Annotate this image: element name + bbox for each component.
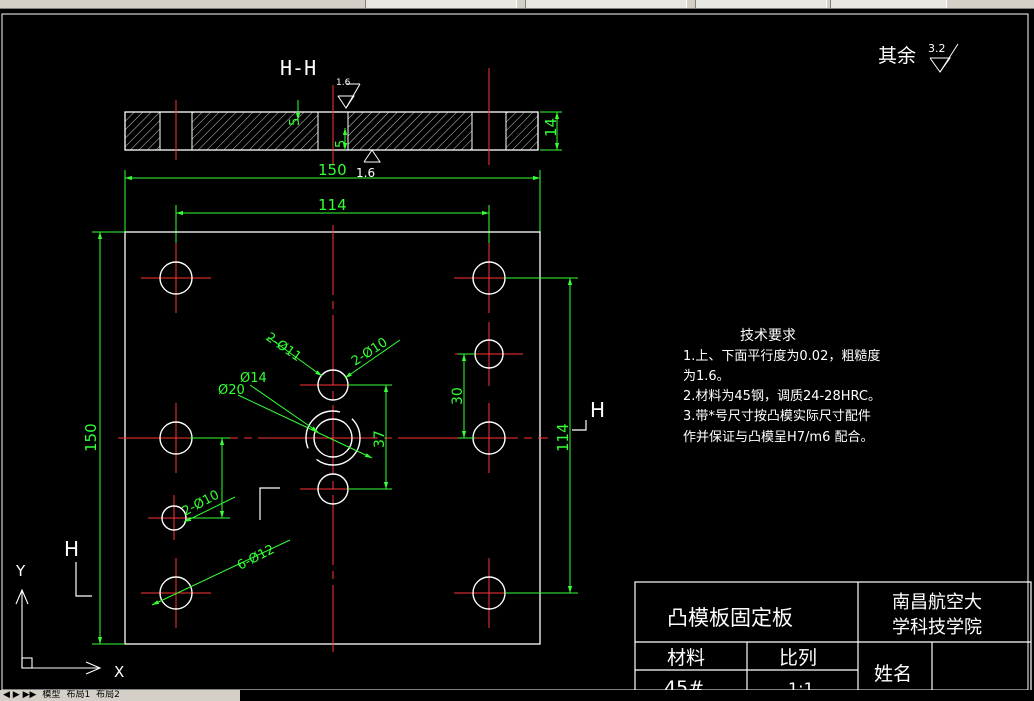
drawing-frame xyxy=(1,13,1029,690)
dim-width-total-text: 150 xyxy=(318,161,347,179)
roughness-top-symbol xyxy=(337,83,361,109)
title-scale-value: 1:1 xyxy=(788,679,814,690)
cad-cursor xyxy=(259,487,280,520)
dim-hole-6-12: 6-Ø12 xyxy=(235,542,277,573)
dim-hole-20: Ø20 xyxy=(218,383,245,398)
ucs-icon xyxy=(15,588,102,675)
title-material-value: 45# xyxy=(664,677,704,690)
holes xyxy=(159,261,506,610)
section-cut-mark-left xyxy=(75,562,92,597)
tab-layout-1[interactable]: 布局1 xyxy=(66,690,91,700)
dim-pitch-small-text: 30 xyxy=(450,387,466,405)
ucs-x-label: X xyxy=(114,663,124,681)
roughness-top-value: 1.6 xyxy=(336,78,351,88)
dim-hole-2-11: 2-Ø11 xyxy=(263,330,304,365)
dim-hole-pitch-x-text: 114 xyxy=(318,196,347,214)
dim-hole-depth xyxy=(295,100,348,150)
dim-hole-pitch-x xyxy=(175,205,490,245)
tab-layout-2[interactable]: 布局2 xyxy=(96,690,120,700)
dim-hole-2-10b: 2-Ø10 xyxy=(180,488,222,520)
dim-hole-pitch-y xyxy=(505,277,578,594)
dim-hole-depth-text-2: 5 xyxy=(334,140,349,148)
roughness-other-value: 3.2 xyxy=(928,42,946,55)
dim-pitch-center-text: 37 xyxy=(372,430,388,448)
notes-line-5: 作并保证与凸模呈H7/m6 配合。 xyxy=(683,430,874,445)
layout-tab-bar: ◀ ▶ ▶▶ 模型布局1 布局2 xyxy=(0,690,240,701)
dim-height-total xyxy=(92,231,125,645)
toolbar-combo[interactable] xyxy=(695,0,827,8)
section-cut-mark-right xyxy=(572,420,587,431)
tab-model[interactable]: 模型 xyxy=(42,690,61,700)
roughness-other-label: 其余 xyxy=(878,45,916,67)
title-material-label: 材料 xyxy=(667,647,705,669)
title-name-label: 姓名 xyxy=(874,663,912,685)
dim-pitch-small xyxy=(458,353,475,439)
toolbar-combo[interactable] xyxy=(365,0,517,8)
toolbar-combo[interactable] xyxy=(525,0,687,8)
hole-leaders xyxy=(151,336,401,606)
center-lines xyxy=(118,225,548,652)
title-block xyxy=(634,581,1032,690)
tab-nav-arrows[interactable]: ◀ ▶ ▶▶ xyxy=(3,690,37,700)
section-mark-right: H xyxy=(590,398,605,422)
title-scale-label: 比列 xyxy=(779,647,817,669)
dim-hole-2-10: 2-Ø10 xyxy=(349,335,391,369)
dim-hole-depth-text: 5 xyxy=(288,118,303,126)
dim-hole-14: Ø14 xyxy=(240,371,267,386)
section-label: H-H xyxy=(280,56,316,80)
notes-line-4: 3.带*号尺寸按凸模实际尺寸配件 xyxy=(683,409,871,424)
notes-line-2: 为1.6。 xyxy=(683,369,730,384)
title-school-line-1: 南昌航空大 xyxy=(892,592,982,613)
window-toolbar-strip xyxy=(0,0,1034,9)
dim-pitch-center xyxy=(348,384,392,490)
notes-line-3: 2.材料为45钢，调质24-28HRC。 xyxy=(683,389,881,404)
dim-thickness-text: 14 xyxy=(542,118,560,137)
dim-height-total-text: 150 xyxy=(82,423,100,452)
ucs-y-label: Y xyxy=(15,562,26,580)
section-view xyxy=(124,68,539,165)
cad-drawing-canvas[interactable]: H-H 1.6 1.6 14 5 5 150 114 xyxy=(0,9,1034,690)
section-mark-left: H xyxy=(64,537,79,561)
dim-width-total xyxy=(124,170,541,232)
dim-thickness xyxy=(540,111,562,151)
title-part-name: 凸模板固定板 xyxy=(667,606,793,630)
roughness-bottom-symbol xyxy=(363,149,381,163)
notes-title: 技术要求 xyxy=(740,328,796,344)
dim-small-hole-vertical xyxy=(190,437,230,519)
title-school-line-2: 学科技学院 xyxy=(892,617,982,638)
notes-line-1: 1.上、下面平行度为0.02，粗糙度 xyxy=(683,348,880,364)
toolbar-combo[interactable] xyxy=(830,0,947,8)
roughness-other-symbol xyxy=(929,43,959,73)
dim-hole-pitch-y-text: 114 xyxy=(554,423,572,452)
